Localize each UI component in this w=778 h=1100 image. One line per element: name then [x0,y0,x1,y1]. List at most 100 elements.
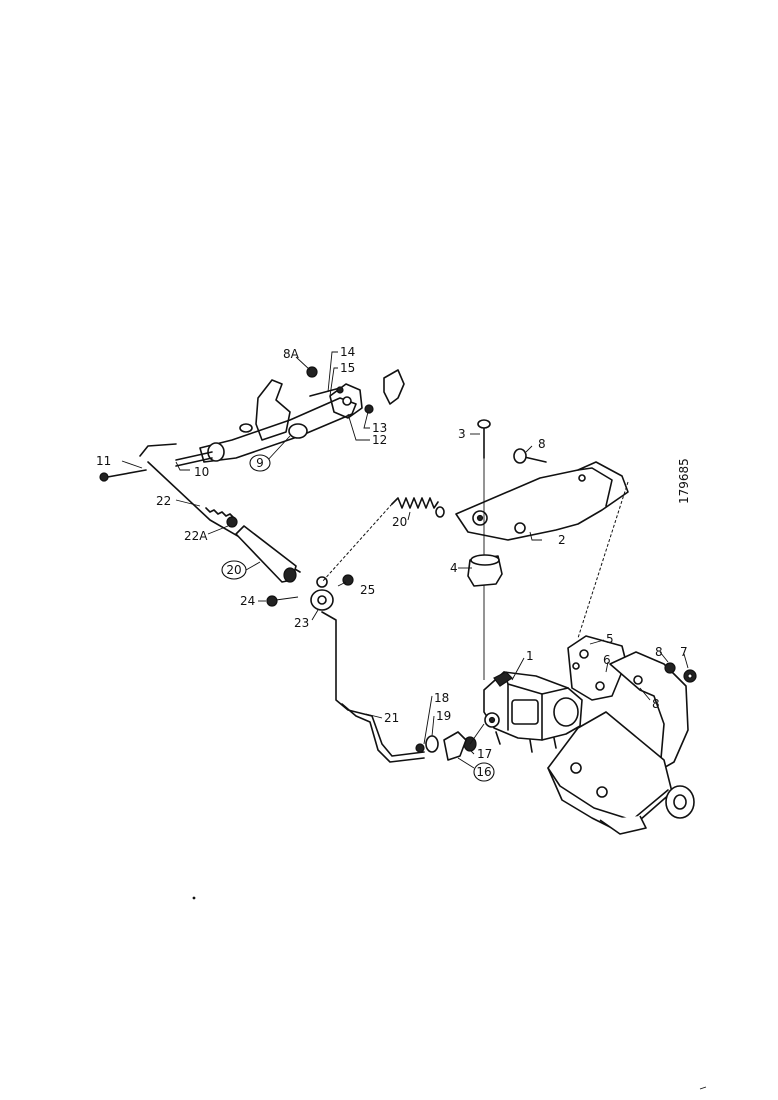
servo-unit-1 [483,671,583,753]
gasket-16 [443,731,467,761]
callout-2: 2 [558,533,566,547]
base-plate-hole-b [596,786,608,798]
support-arm [609,651,689,771]
callout-14: 14 [340,345,355,359]
callout-5: 5 [606,632,614,646]
callout-8-top: 8 [538,437,546,451]
base-plate-edge [547,767,669,821]
damper-20-end [283,567,297,583]
bolt-8-head [513,448,527,464]
callout-20-spring: 20 [392,515,407,529]
bolt-3-head [477,419,491,429]
nut-25 [342,574,354,586]
callout-12: 12 [372,433,387,447]
base-plate [547,711,673,831]
pipe-21-assembly [321,611,485,763]
bracket-2-hole-left-inner [476,514,484,522]
base-plate-hole-a [570,762,582,774]
callout-8a: 8A [283,347,300,361]
support-arm-hole [633,675,643,685]
figure-id: 179685 [677,458,691,504]
spring-20-end [435,506,445,518]
spring-22a [205,507,235,519]
bolt-11-head [99,472,109,482]
bolt-24-shaft [275,596,299,601]
bracket-2-flange [577,467,613,507]
bracket-5-hole-a [579,649,589,659]
callout-3: 3 [458,427,466,441]
circled-9: 9 [256,456,264,470]
callout-23: 23 [294,616,309,630]
callout-4: 4 [450,561,458,575]
fitting-19 [425,735,439,753]
circled-16: 16 [476,765,491,779]
callout-labels: 8A 14 15 13 12 11 10 22 22A 24 25 23 21 … [96,345,688,761]
callout-6: 6 [603,653,611,667]
callout-22: 22 [156,494,171,508]
clip-15 [383,369,405,405]
leader-lines [121,351,689,769]
callout-22a: 22A [184,529,208,543]
spring-20 [391,497,439,509]
scan-mark-corner [699,1086,707,1090]
callout-18: 18 [434,691,449,705]
pipe-21-parallel [341,703,425,763]
callout-7: 7 [680,645,688,659]
bracket-8a [255,379,291,441]
ring-washer-hole [673,794,687,810]
callout-10: 10 [194,465,209,479]
unit-1-top-cap [493,671,513,687]
callout-24: 24 [240,594,255,608]
unit-1-feet [495,731,557,753]
unit-1-mid-rib [507,683,543,741]
lever-9-bushing [288,423,308,439]
callout-25: 25 [360,583,375,597]
washer-7-hole [687,673,693,679]
joint-23-hole [317,595,327,605]
circled-20: 20 [226,563,241,577]
nut-8-right [664,662,676,674]
joint-ball [316,576,328,588]
circled-16-ring [473,762,495,782]
lever-plate-hole [342,396,352,406]
spring-to-bracket [321,497,445,583]
bracket-2-hole-right [514,522,526,534]
pipe-21 [321,611,425,757]
circled-9-ring [249,454,271,472]
lever-9-left-pin [239,423,253,433]
base-bracket-assembly [547,635,697,835]
fitting-18 [415,743,425,753]
bolt-11 [101,469,147,479]
upper-linkage-assembly [99,366,405,583]
callout-19: 19 [436,709,451,723]
rod-10 [175,451,213,461]
nut-24 [266,595,278,607]
circled-20-ring [221,560,247,580]
callout-17: 17 [477,747,492,761]
callout-1: 1 [526,649,534,663]
callout-13: 13 [372,421,387,435]
bracket-2 [455,461,629,541]
callout-11: 11 [96,454,111,468]
bracket-2-hole-top [578,474,586,482]
unit-1-valve [511,699,539,725]
link-spring-joint [321,503,393,583]
pin-15 [309,387,341,397]
circled-callouts: 9 20 20 16 [221,454,495,782]
bolt-14 [336,386,344,394]
lever-9-end-bushing [207,442,225,462]
pipe-to-unit-lead [469,723,485,745]
scan-speck [192,896,196,900]
unit-1-motor [553,697,579,727]
bracket-5-hole-c [572,662,580,670]
link-bracket2-bracket5 [577,481,629,639]
callout-8-right: 8 [655,645,663,659]
base-plate-tab [599,815,647,835]
lever-plate [329,383,363,419]
nut-22a [226,516,238,528]
rubber-mount-4-top [470,554,500,566]
rod-10-lower [175,457,213,467]
washer-13 [364,404,374,414]
callout-8-lower: 8 [652,697,660,711]
